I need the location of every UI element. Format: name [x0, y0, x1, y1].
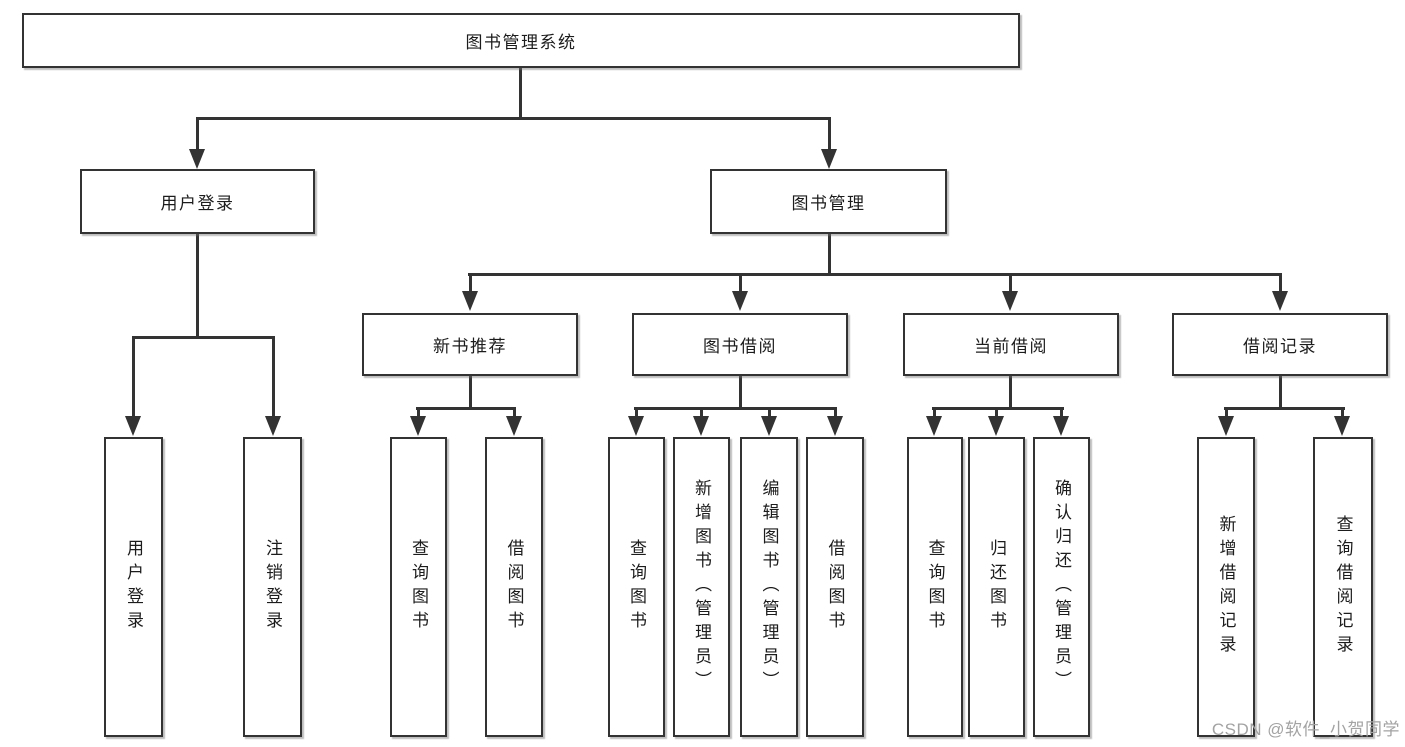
connector-line	[635, 407, 638, 418]
connector-line	[634, 407, 837, 410]
connector-line	[1224, 407, 1345, 410]
connector-line	[469, 376, 472, 409]
connector-arrowhead	[1334, 416, 1350, 436]
connector-line	[1279, 376, 1282, 409]
connector-line	[196, 233, 199, 337]
connector-line	[1060, 407, 1063, 418]
connector-line	[468, 273, 1282, 276]
leaf-add-borrow-record: 新增借阅记录	[1197, 437, 1255, 737]
watermark: CSDN @软件_小贺同学	[1211, 720, 1400, 739]
connector-arrowhead	[462, 291, 478, 311]
connector-line	[416, 407, 516, 410]
connector-line	[1225, 407, 1228, 418]
leaf-query-borrow-record: 查询借阅记录	[1313, 437, 1373, 737]
leaf-return-books: 归还图书	[968, 437, 1025, 737]
leaf-query-books-recommend: 查询图书	[390, 437, 447, 737]
leaf-query-books-borrow: 查询图书	[608, 437, 665, 737]
connector-line	[196, 117, 831, 120]
connector-line	[196, 117, 199, 151]
connector-arrowhead	[1053, 416, 1069, 436]
node-current-borrow: 当前借阅	[903, 313, 1119, 376]
leaf-confirm-return-admin: 确认归还（管理员）	[1033, 437, 1090, 737]
connector-line	[933, 407, 936, 418]
leaf-add-books-admin: 新增图书（管理员）	[673, 437, 730, 737]
connector-line	[739, 376, 742, 409]
connector-arrowhead	[125, 416, 141, 436]
connector-arrowhead	[1002, 291, 1018, 311]
node-new-book-recommend: 新书推荐	[362, 313, 578, 376]
node-book-management: 图书管理	[710, 169, 947, 234]
connector-arrowhead	[410, 416, 426, 436]
connector-line	[272, 336, 275, 418]
connector-arrowhead	[628, 416, 644, 436]
leaf-logout: 注销登录	[243, 437, 302, 737]
connector-line	[768, 407, 771, 418]
connector-arrowhead	[827, 416, 843, 436]
connector-arrowhead	[988, 416, 1004, 436]
connector-arrowhead	[189, 149, 205, 169]
connector-line	[417, 407, 420, 418]
connector-line	[132, 336, 135, 418]
node-borrow-records: 借阅记录	[1172, 313, 1388, 376]
connector-arrowhead	[693, 416, 709, 436]
leaf-user-login: 用户登录	[104, 437, 163, 737]
connector-arrowhead	[506, 416, 522, 436]
connector-line	[1341, 407, 1344, 418]
connector-arrowhead	[265, 416, 281, 436]
connector-line	[469, 273, 472, 293]
leaf-borrow-books: 借阅图书	[806, 437, 864, 737]
connector-line	[700, 407, 703, 418]
connector-line	[1279, 273, 1282, 293]
connector-line	[932, 407, 1064, 410]
node-root: 图书管理系统	[22, 13, 1020, 68]
connector-arrowhead	[1218, 416, 1234, 436]
connector-line	[739, 273, 742, 293]
connector-line	[828, 117, 831, 151]
connector-line	[513, 407, 516, 418]
connector-arrowhead	[732, 291, 748, 311]
connector-line	[834, 407, 837, 418]
node-book-borrow: 图书借阅	[632, 313, 848, 376]
connector-line	[132, 336, 275, 339]
leaf-query-books-current: 查询图书	[907, 437, 963, 737]
connector-line	[519, 68, 522, 117]
connector-line	[995, 407, 998, 418]
leaf-edit-books-admin: 编辑图书（管理员）	[740, 437, 798, 737]
connector-arrowhead	[926, 416, 942, 436]
connector-arrowhead	[1272, 291, 1288, 311]
leaf-borrow-books-recommend: 借阅图书	[485, 437, 543, 737]
connector-arrowhead	[761, 416, 777, 436]
connector-line	[1009, 273, 1012, 293]
connector-arrowhead	[821, 149, 837, 169]
node-user-login: 用户登录	[80, 169, 315, 234]
connector-line	[828, 233, 831, 276]
connector-line	[1009, 376, 1012, 409]
